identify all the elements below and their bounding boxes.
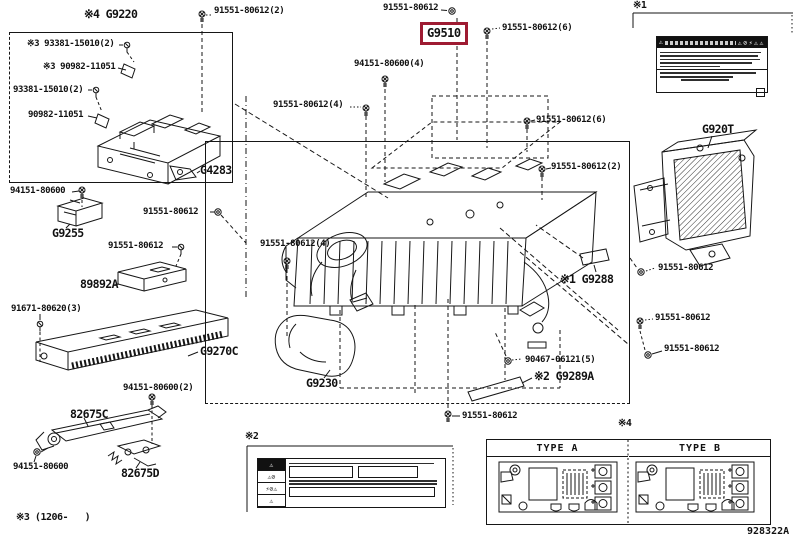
note-marker-2: ※2 — [245, 431, 259, 442]
part-number-callout[interactable]: 91551-80612(4) — [260, 239, 331, 249]
bolt-icon — [523, 117, 531, 130]
caution-label: ⚠ ⚠⊘ ⚡⊘⚠ ⚠ — [257, 458, 446, 508]
part-number-callout[interactable]: 94151-80600 — [13, 462, 69, 472]
89892a-drawing — [113, 261, 187, 292]
hazard-icons: ⚡⊘⚠ — [265, 484, 278, 493]
bolt-icon — [381, 75, 389, 88]
g9220-section-box — [9, 32, 233, 183]
nut-icon — [33, 448, 41, 456]
footnote-date-note: ※3 (1206- ) — [16, 512, 91, 523]
component-code-callout[interactable]: ※1 G9288 — [560, 272, 614, 286]
bolt-icon — [483, 27, 491, 40]
part-number-callout[interactable]: 91551-80612 — [664, 344, 720, 354]
part-number-callout[interactable]: 91551-80612(2) — [551, 162, 622, 172]
g920t-drawing — [633, 129, 758, 267]
part-number-callout[interactable]: 90982-11051 — [28, 110, 84, 120]
part-number-callout[interactable]: 91551-80612 — [383, 3, 439, 13]
nut-icon — [644, 351, 652, 359]
type-variant-box: TYPE A TYPE B — [486, 439, 771, 525]
part-number-callout[interactable]: ※3 93381-15010(2) — [27, 39, 115, 49]
component-code-callout[interactable]: 82675C — [70, 407, 109, 421]
component-code-callout[interactable]: ※2 G9289A — [534, 369, 594, 383]
note-marker-1: ※1 — [633, 0, 647, 11]
screw-icon — [36, 320, 44, 332]
part-number-callout[interactable]: 91551-80612 — [655, 313, 711, 323]
component-code-callout[interactable]: G9255 — [52, 226, 84, 240]
warning-triangle-icon: ⚠ — [659, 38, 663, 47]
label-header-text-placeholder — [664, 40, 736, 45]
screw-icon — [177, 243, 185, 255]
type-b-header: TYPE B — [629, 440, 771, 457]
warning-label: ⚠ ⚠⊘⚡⚠⚠ — [656, 36, 768, 97]
part-number-callout[interactable]: 91551-80612(2) — [214, 6, 285, 16]
note-marker-4: ※4 — [618, 418, 632, 429]
part-number-callout[interactable]: 90467-06121(5) — [525, 355, 596, 365]
part-number-callout[interactable]: 93381-15010(2) — [13, 85, 84, 95]
bolt-icon — [444, 410, 452, 423]
sheet-id: 928322A — [747, 526, 790, 537]
caution-icon-column: ⚠ ⚠⊘ ⚡⊘⚠ ⚠ — [258, 459, 286, 507]
component-code-callout[interactable]: G920T — [702, 122, 734, 136]
bolt-icon — [362, 104, 370, 117]
component-code-callout[interactable]: 82675D — [121, 466, 160, 480]
part-number-callout[interactable]: 91551-80612 — [108, 241, 164, 251]
component-code-callout[interactable]: G9270C — [200, 344, 239, 358]
bolt-icon — [636, 317, 644, 330]
label-corner-box — [756, 87, 765, 97]
nut-icon — [637, 268, 645, 276]
part-number-callout[interactable]: 91551-80612(6) — [536, 115, 607, 125]
nut-icon — [448, 7, 456, 15]
g9255-drawing — [56, 197, 104, 227]
part-number-callout[interactable]: 91551-80612(6) — [502, 23, 573, 33]
g9270c-drawing — [35, 309, 229, 371]
warning-triangle-icon: ⚠ — [269, 496, 274, 505]
component-code-callout[interactable]: ※4 G9220 — [84, 7, 138, 21]
part-number-callout[interactable]: 94151-80600(4) — [354, 59, 425, 69]
part-number-callout[interactable]: 91551-80612 — [143, 207, 199, 217]
part-number-callout[interactable]: 91551-80612 — [658, 263, 714, 273]
part-number-callout[interactable]: 91551-80612(4) — [273, 100, 344, 110]
component-code-callout[interactable]: G4283 — [200, 163, 232, 177]
warning-triangle-icon: ⚠ — [269, 460, 274, 469]
part-number-callout[interactable]: 94151-80600 — [10, 186, 66, 196]
type-a-header: TYPE A — [487, 440, 628, 457]
part-number-callout[interactable]: 91551-80612 — [462, 411, 518, 421]
part-number-callout[interactable]: 94151-80600(2) — [123, 383, 194, 393]
bolt-icon — [148, 393, 156, 406]
hazard-icons: ⚠⊘ — [267, 472, 276, 481]
part-number-callout[interactable]: 91671-80620(3) — [11, 304, 82, 314]
highlighted-part-callout[interactable]: G9510 — [420, 22, 468, 45]
component-code-callout[interactable]: G9230 — [306, 376, 338, 390]
component-code-callout[interactable]: 89892A — [80, 277, 119, 291]
bolt-icon — [198, 10, 206, 23]
bolt-icon — [78, 186, 86, 199]
part-number-callout[interactable]: ※3 90982-11051 — [43, 62, 116, 72]
82675d-drawing — [107, 439, 162, 469]
hazard-icons-row: ⚠⊘⚡⚠⚠ — [737, 38, 765, 47]
